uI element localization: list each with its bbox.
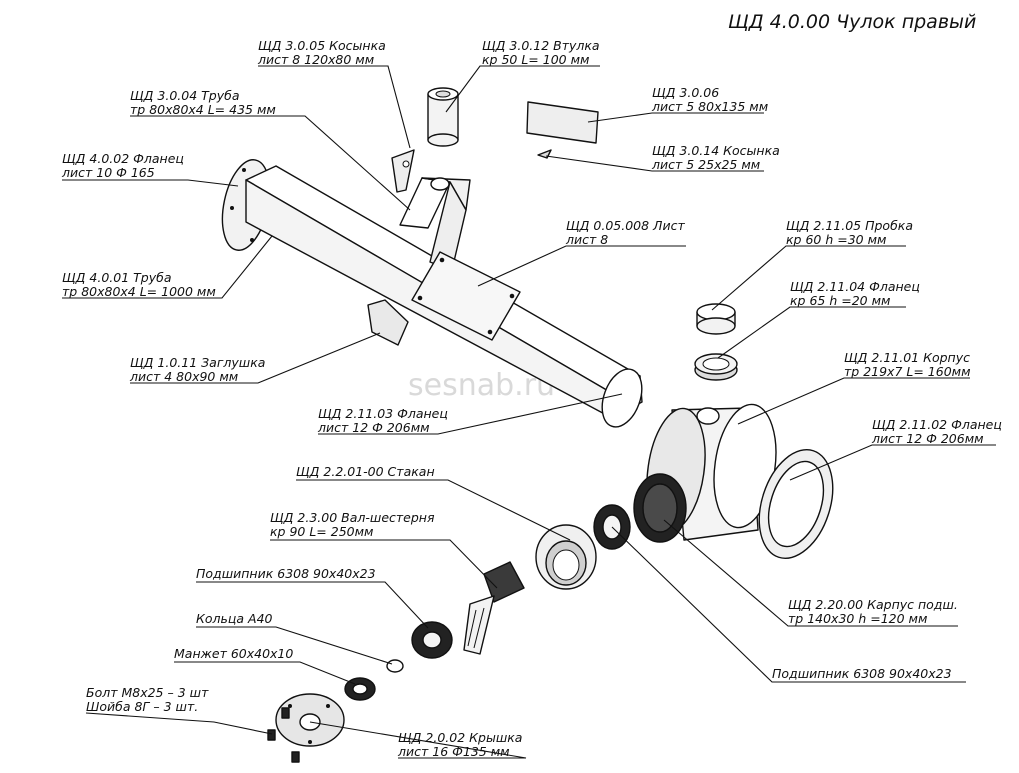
label-korpus-21101: ЩД 2.11.01 Корпус тр 219х7 L= 160мм [844, 350, 971, 379]
part-ring-a40 [386, 659, 404, 673]
svg-text:ЩД 4.0.02 Фланец: ЩД 4.0.02 Фланец [62, 151, 184, 166]
label-kosynka-3005: ЩД 3.0.05 Косынка лист 8 120х80 мм [257, 38, 386, 67]
svg-text:лист 10 Ф 165: лист 10 Ф 165 [61, 165, 155, 180]
svg-text:ЩД 2.11.01 Корпус: ЩД 2.11.01 Корпус [844, 350, 970, 365]
svg-text:лист 16 Ф135 мм: лист 16 Ф135 мм [397, 744, 510, 759]
part-bushing-3012 [427, 87, 459, 147]
svg-text:ЩД 4.0.01 Труба: ЩД 4.0.01 Труба [62, 270, 171, 285]
part-flange-21103 [601, 368, 643, 428]
svg-text:лист 5 25х25 мм: лист 5 25х25 мм [651, 157, 760, 172]
part-flange-21104 [694, 353, 738, 381]
svg-text:лист 12 Ф 206мм: лист 12 Ф 206мм [871, 431, 984, 446]
svg-text:Подшипник 6308 90х40х23: Подшипник 6308 90х40х23 [196, 566, 376, 581]
svg-text:ЩД 3.0.05 Косынка: ЩД 3.0.05 Косынка [258, 38, 386, 53]
part-bearing-housing-2200 [633, 473, 687, 543]
svg-text:ЩД 1.0.11 Заглушка: ЩД 1.0.11 Заглушка [130, 355, 265, 370]
label-truba-4001: ЩД 4.0.01 Труба тр 80х80х4 L= 1000 мм [62, 270, 216, 299]
svg-text:кр 60 h =30 мм: кр 60 h =30 мм [786, 232, 886, 247]
label-flanec-4002: ЩД 4.0.02 Фланец лист 10 Ф 165 [61, 151, 184, 180]
svg-text:тр 140х30 h =120 мм: тр 140х30 h =120 мм [788, 611, 927, 626]
svg-text:ЩД 0.05.008 Лист: ЩД 0.05.008 Лист [566, 218, 685, 233]
svg-text:лист 8 120х80 мм: лист 8 120х80 мм [257, 52, 374, 67]
part-plate-3006 [526, 101, 599, 144]
svg-text:кр 50 L= 100 мм: кр 50 L= 100 мм [482, 52, 589, 67]
part-flange-21102 [758, 449, 834, 559]
svg-text:кр 65 h =20 мм: кр 65 h =20 мм [790, 293, 890, 308]
part-bolts [267, 707, 300, 763]
drawing-title: ЩД 4.0.00 Чулок правый [728, 11, 976, 33]
label-flanec-21102: ЩД 2.11.02 Фланец лист 12 Ф 206мм [871, 417, 1002, 446]
svg-text:ЩД 2.3.00 Вал-шестерня: ЩД 2.3.00 Вал-шестерня [270, 510, 435, 525]
svg-text:ЩД 2.11.04 Фланец: ЩД 2.11.04 Фланец [790, 279, 920, 294]
label-flanec-21103: ЩД 2.11.03 Фланец лист 12 Ф 206мм [317, 406, 448, 435]
part-sleeve-2201 [535, 524, 597, 590]
svg-text:ЩД 2.20.00 Карпус подш.: ЩД 2.20.00 Карпус подш. [788, 597, 958, 612]
part-shaft-gear-2300 [463, 561, 525, 655]
label-bolt: Болт М8х25 – 3 шт Шойба 8Г – 3 шт. [86, 685, 209, 714]
part-gusset-3005 [391, 149, 415, 193]
svg-text:кр 90 L= 250мм: кр 90 L= 250мм [270, 524, 373, 539]
svg-text:ЩД 2.11.05 Пробка: ЩД 2.11.05 Пробка [786, 218, 913, 233]
part-bearing-left [411, 621, 453, 659]
label-val-2300: ЩД 2.3.00 Вал-шестерня кр 90 L= 250мм [270, 510, 435, 539]
svg-text:ЩД 3.0.06: ЩД 3.0.06 [652, 85, 719, 100]
part-plate-05008 [411, 251, 521, 341]
label-probka-21105: ЩД 2.11.05 Пробка кр 60 h =30 мм [786, 218, 913, 247]
svg-text:ЩД 3.0.14 Косынка: ЩД 3.0.14 Косынка [652, 143, 780, 158]
svg-text:тр 80х80х4 L= 1000 мм: тр 80х80х4 L= 1000 мм [62, 284, 216, 299]
label-zaglushka-1011: ЩД 1.0.11 Заглушка лист 4 80х90 мм [129, 355, 265, 384]
svg-text:ЩД 2.11.03 Фланец: ЩД 2.11.03 Фланец [318, 406, 448, 421]
label-vtulka-3012: ЩД 3.0.12 Втулка кр 50 L= 100 мм [482, 38, 600, 67]
part-cover-2002 [275, 693, 345, 747]
svg-text:ЩД 2.11.02 Фланец: ЩД 2.11.02 Фланец [872, 417, 1002, 432]
svg-text:ЩД 3.0.04 Труба: ЩД 3.0.04 Труба [130, 88, 239, 103]
label-korpus-2200: ЩД 2.20.00 Карпус подш. тр 140х30 h =120… [788, 597, 958, 626]
svg-text:лист 8: лист 8 [565, 232, 608, 247]
label-kryshka-2002: ЩД 2.0.02 Крышка лист 16 Ф135 мм [397, 730, 522, 759]
leader-lines [62, 65, 996, 759]
svg-text:ЩД 3.0.12 Втулка: ЩД 3.0.12 Втулка [482, 38, 600, 53]
svg-text:Болт М8х25 – 3 шт: Болт М8х25 – 3 шт [86, 685, 209, 700]
label-list-3006: ЩД 3.0.06 лист 5 80х135 мм [651, 85, 768, 114]
svg-text:Шойба 8Г – 3 шт.: Шойба 8Г – 3 шт. [86, 699, 198, 714]
svg-text:тр 80х80х4 L= 435 мм: тр 80х80х4 L= 435 мм [130, 102, 276, 117]
svg-text:Подшипник 6308 90х40х23: Подшипник 6308 90х40х23 [772, 666, 952, 681]
svg-text:ЩД 2.2.01-00 Стакан: ЩД 2.2.01-00 Стакан [296, 464, 435, 479]
label-truba-3004: ЩД 3.0.04 Труба тр 80х80х4 L= 435 мм [130, 88, 276, 117]
label-kolca: Кольца А40 [196, 611, 273, 626]
label-manzhet: Манжет 60х40х10 [174, 646, 293, 661]
svg-text:лист 12 Ф 206мм: лист 12 Ф 206мм [317, 420, 430, 435]
label-flanec-21104: ЩД 2.11.04 Фланец кр 65 h =20 мм [790, 279, 920, 308]
svg-text:Кольца А40: Кольца А40 [196, 611, 273, 626]
svg-text:ЩД 2.0.02 Крышка: ЩД 2.0.02 Крышка [398, 730, 522, 745]
label-podshipnik-left: Подшипник 6308 90х40х23 [196, 566, 376, 581]
part-vertical-tube-3004 [399, 177, 471, 271]
label-kosynka-3014: ЩД 3.0.14 Косынка лист 5 25х25 мм [651, 143, 780, 172]
label-podshipnik-right: Подшипник 6308 90х40х23 [772, 666, 952, 681]
label-list-05008: ЩД 0.05.008 Лист лист 8 [565, 218, 685, 247]
svg-text:тр 219х7 L= 160мм: тр 219х7 L= 160мм [844, 364, 971, 379]
svg-text:лист 4 80х90 мм: лист 4 80х90 мм [129, 369, 238, 384]
label-stakan-2201: ЩД 2.2.01-00 Стакан [296, 464, 435, 479]
part-cap-1011 [367, 299, 409, 346]
svg-text:лист 5 80х135 мм: лист 5 80х135 мм [651, 99, 768, 114]
part-plug-21105 [696, 303, 736, 335]
svg-text:Манжет 60х40х10: Манжет 60х40х10 [174, 646, 293, 661]
